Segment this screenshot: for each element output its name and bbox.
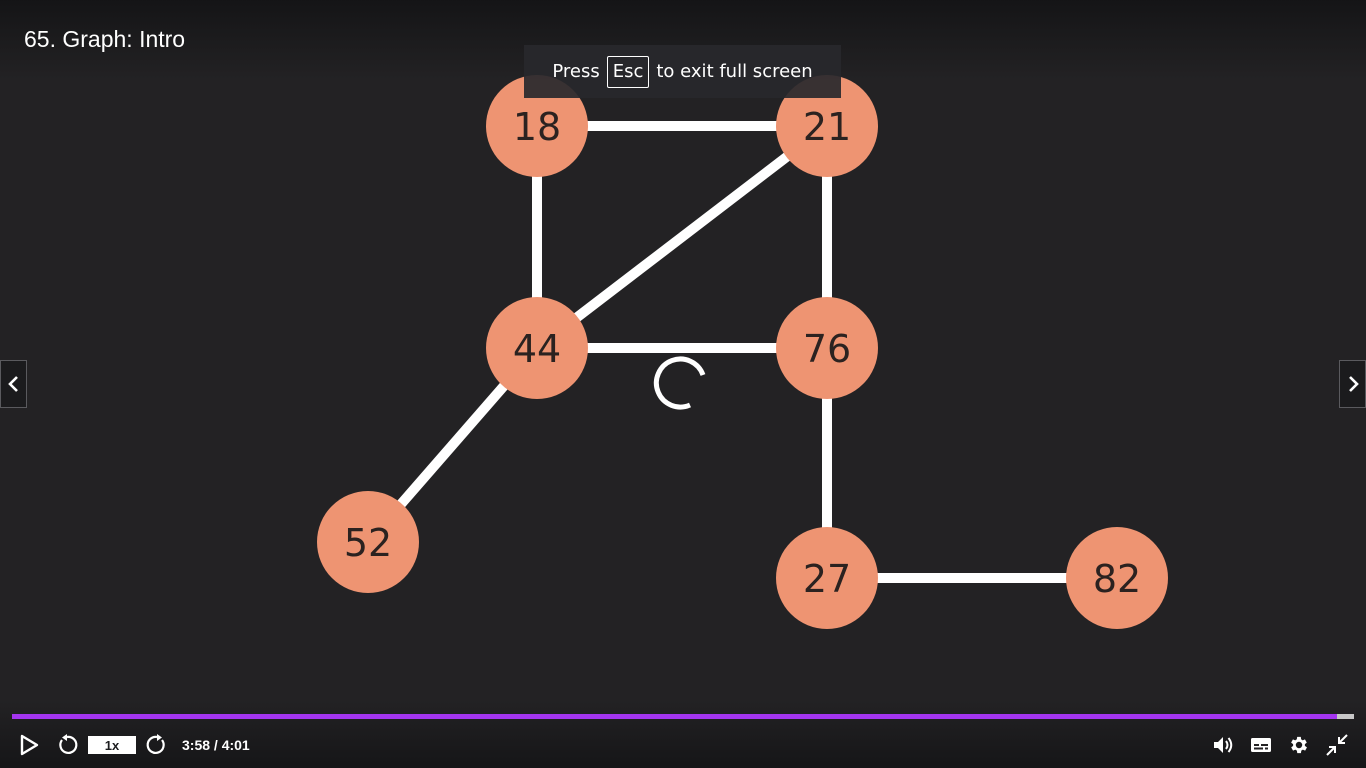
rewind-5s-button[interactable] [55, 732, 79, 758]
graph-node-82 [1066, 527, 1168, 629]
graph-node-label: 52 [344, 521, 392, 565]
graph-node-44 [486, 297, 588, 399]
play-button[interactable] [16, 732, 42, 758]
graph-nodes: 18 21 44 76 52 27 82 [317, 75, 1168, 629]
forward-5s-button[interactable] [145, 732, 169, 758]
chevron-left-icon [7, 376, 18, 392]
graph-node-label: 76 [803, 327, 851, 371]
previous-lecture-button[interactable] [0, 360, 27, 408]
exit-fullscreen-icon [1326, 734, 1348, 756]
graph-node-52 [317, 491, 419, 593]
graph-node-21 [776, 75, 878, 177]
time-display: 3:58 / 4:01 [182, 737, 250, 753]
captions-icon [1251, 738, 1271, 752]
graph-edge-21-44 [533, 122, 831, 352]
play-icon [20, 734, 39, 756]
rewind-icon [59, 734, 78, 754]
graph-node-label: 18 [513, 105, 561, 149]
progress-bar[interactable] [12, 714, 1354, 719]
next-lecture-button[interactable] [1339, 360, 1366, 408]
playback-speed-button[interactable]: 1x [88, 736, 136, 754]
progress-bar-fill [12, 714, 1337, 719]
volume-button[interactable] [1211, 732, 1235, 758]
fullscreen-notice: Press Esc to exit full screen [524, 45, 841, 98]
graph-edges [364, 121, 1117, 583]
graph-node-27 [776, 527, 878, 629]
graph-node-label: 82 [1093, 557, 1141, 601]
chevron-right-icon [1348, 376, 1359, 392]
notice-text-before: Press [552, 61, 600, 82]
loading-spinner-icon [653, 356, 706, 410]
esc-key-badge: Esc [606, 55, 650, 88]
settings-icon [1291, 736, 1307, 754]
volume-icon [1214, 737, 1233, 753]
graph-node-label: 27 [803, 557, 851, 601]
captions-button[interactable] [1248, 732, 1274, 758]
settings-button[interactable] [1286, 732, 1312, 758]
graph-node-76 [776, 297, 878, 399]
lecture-title: 65. Graph: Intro [24, 26, 186, 52]
exit-fullscreen-button[interactable] [1325, 732, 1349, 758]
graph-node-18 [486, 75, 588, 177]
notice-text-after: to exit full screen [656, 61, 813, 82]
graph-node-label: 44 [513, 327, 561, 371]
graph-node-label: 21 [803, 105, 851, 149]
player-controls [0, 700, 1366, 768]
forward-icon [146, 734, 165, 754]
